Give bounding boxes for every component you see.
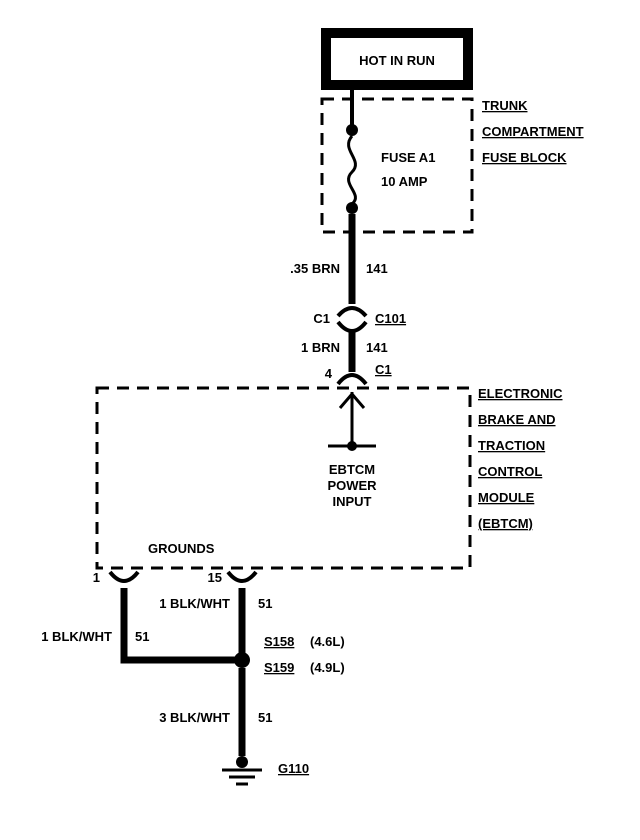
module-title: ELECTRONIC BRAKE AND TRACTION CONTROL MO… [478,386,563,531]
splice-s159-note: (4.9L) [310,660,345,675]
fuse-name: FUSE A1 [381,150,435,165]
connector-c101-icon [336,306,368,333]
wire-upper-circuit: 141 [366,261,388,276]
ground-wire-bottom-circuit: 51 [258,710,272,725]
ground-pin-left: 1 [93,570,100,585]
ebtcm-module-box [95,386,472,570]
fuse-block-title-line: COMPARTMENT [482,124,584,139]
fuse-block-title-line: TRUNK [482,98,528,113]
fuse-block-title: TRUNK COMPARTMENT FUSE BLOCK [482,98,584,165]
ground-wire-right-circuit: 51 [258,596,272,611]
wire-upper-gauge: .35 BRN [290,261,340,276]
splice-s158-note: (4.6L) [310,634,345,649]
grounds-label: GROUNDS [148,541,215,556]
wire-mid-circuit: 141 [366,340,388,355]
power-source-label: HOT IN RUN [359,53,435,68]
fuse-rating: 10 AMP [381,174,428,189]
ground-wire-left [120,588,242,664]
ground-pin-15-connector-icon [226,570,258,583]
ground-name: G110 [278,761,309,776]
module-connector-name: C1 [375,362,392,377]
power-input-label-line: POWER [327,478,377,493]
module-title-line: TRACTION [478,438,545,453]
module-title-line: BRAKE AND [478,412,556,427]
fuse-block-title-line: FUSE BLOCK [482,150,567,165]
fuse-terminal-bottom [346,202,358,214]
power-input-label-line: INPUT [333,494,372,509]
ground-wire-left-gauge: 1 BLK/WHT [41,629,112,644]
connector-c101-name: C101 [375,311,406,326]
ground-wire-right-gauge: 1 BLK/WHT [159,596,230,611]
fuse-block-box [320,97,474,234]
power-input-arrow-icon [328,391,376,451]
splice-s158: S158 [264,634,294,649]
module-title-line: CONTROL [478,464,542,479]
module-connector-icon [336,373,368,386]
module-connector-pin: 4 [325,366,333,381]
wire-mid-gauge: 1 BRN [301,340,340,355]
module-title-line: MODULE [478,490,535,505]
ground-wire-left-circuit: 51 [135,629,149,644]
fuse-icon [347,135,357,206]
module-title-line: ELECTRONIC [478,386,563,401]
ground-symbol-icon [222,756,262,786]
splice-dot [234,652,250,668]
power-input-label-line: EBTCM [329,462,375,477]
module-title-line: (EBTCM) [478,516,533,531]
ground-wire-bottom-gauge: 3 BLK/WHT [159,710,230,725]
splice-s159: S159 [264,660,294,675]
ground-pin-right: 15 [208,570,222,585]
ground-pin-1-connector-icon [108,570,140,583]
fuse-terminal-top [346,124,358,136]
connector-c101-cavity: C1 [313,311,330,326]
power-source-box: HOT IN RUN [321,28,473,90]
